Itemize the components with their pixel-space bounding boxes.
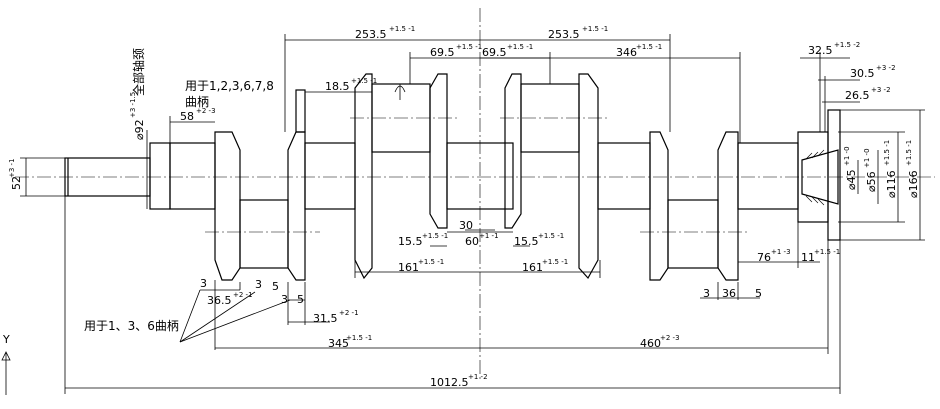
dimension-labels: 253.5 +1.5 -1 253.5 +1.5 -1 69.5 +1.5 -1… <box>8 25 920 389</box>
dim-69-5-b-tol: +1.5 -1 <box>507 43 533 51</box>
dim-161-b-tol: +1.5 -1 <box>542 258 568 266</box>
dim-d92-note: 全部轴颈 <box>131 48 146 96</box>
dim-5-c: 5 <box>755 287 762 300</box>
dim-d56: ⌀56 <box>865 171 878 192</box>
dim-26-5: 26.5 <box>845 89 870 102</box>
dim-3-a: 3 <box>200 277 207 290</box>
dim-58: 58 <box>180 110 194 123</box>
dim-1012-5: 1012.5 <box>430 376 469 389</box>
ucs-axis-icon: Y <box>1 333 11 395</box>
dim-161-a: 161 <box>398 261 419 274</box>
dim-345-tol: +1.5 -1 <box>346 334 372 342</box>
dim-d166-tol: +1.5 -1 <box>905 140 913 166</box>
dim-36-5-tol: +2 -1 <box>233 291 253 299</box>
dim-30: 30 <box>459 219 473 232</box>
dim-52: 52 <box>10 176 23 190</box>
dim-346-tol: +1.5 -1 <box>636 43 662 51</box>
dim-3-b: 3 <box>255 278 262 291</box>
dim-11: 11 <box>801 251 815 264</box>
dim-3-d: 3 <box>703 287 710 300</box>
note-crank-2: 曲柄 <box>185 95 209 109</box>
dim-1012-5-tol: +1 -2 <box>468 373 488 381</box>
dim-d116: ⌀116 <box>885 170 898 198</box>
dim-36-5: 36.5 <box>207 294 232 307</box>
dim-15-5-b: 15.5 <box>514 235 539 248</box>
dim-161-a-tol: +1.5 -1 <box>418 258 444 266</box>
dim-76-tol: +1 -3 <box>771 248 791 256</box>
dim-15-5-b-tol: +1.5 -1 <box>538 232 564 240</box>
dim-5-b: 5 <box>297 293 304 306</box>
dim-36: 36 <box>722 287 736 300</box>
dim-253-5-left-tol: +1.5 -1 <box>389 25 415 33</box>
dim-11-tol: +1.5 -1 <box>814 248 840 256</box>
dim-253-5-right-tol: +1.5 -1 <box>582 25 608 33</box>
dim-253-5-right: 253.5 <box>548 28 580 41</box>
dim-18-5: 18.5 <box>325 80 350 93</box>
dim-345: 345 <box>328 337 349 350</box>
dim-15-5-a-tol: +1.5 -1 <box>422 232 448 240</box>
dim-31-5-tol: +2 -1 <box>339 309 359 317</box>
note-crank-136: 用于1、3、6曲柄 <box>84 319 179 333</box>
dim-31-5: 31.5 <box>313 312 338 325</box>
dim-d92-tol: +3 -1.5 <box>129 92 137 118</box>
dim-69-5-b: 69.5 <box>482 46 507 59</box>
dim-346: 346 <box>616 46 637 59</box>
dim-58-tol: +2 -3 <box>196 107 216 115</box>
dim-60-tol: +1 -1 <box>479 232 499 240</box>
dim-30-5: 30.5 <box>850 67 875 80</box>
dim-3-c: 3 <box>281 293 288 306</box>
dim-69-5-a: 69.5 <box>430 46 455 59</box>
dim-d166: ⌀166 <box>907 170 920 198</box>
dim-32-5-tol: +1.5 -2 <box>834 41 860 49</box>
dim-52-tol: +3 -1 <box>8 158 16 178</box>
axis-y-label: Y <box>2 333 10 346</box>
dim-d45: ⌀45 <box>845 169 858 190</box>
dim-60: 60 <box>465 235 479 248</box>
center-lines <box>15 8 935 380</box>
dim-460: 460 <box>640 337 661 350</box>
dim-15-5-a: 15.5 <box>398 235 423 248</box>
dim-32-5: 32.5 <box>808 44 833 57</box>
dim-d116-tol: +1.5 -1 <box>883 140 891 166</box>
dim-26-5-tol: +3 -2 <box>871 86 891 94</box>
dimension-lines <box>20 34 925 394</box>
note-crank-1: 用于1,2,3,6,7,8 <box>185 79 274 93</box>
dim-18-5-tol: +1.5 -1 <box>351 77 377 85</box>
dim-d92: ⌀92 <box>133 119 146 140</box>
dim-76: 76 <box>757 251 771 264</box>
dim-161-b: 161 <box>522 261 543 274</box>
crankshaft-outline <box>64 73 841 281</box>
dim-5-a: 5 <box>272 280 279 293</box>
dim-460-tol: +2 -3 <box>660 334 680 342</box>
dim-253-5-left: 253.5 <box>355 28 387 41</box>
dim-d45-tol: +1 -0 <box>843 146 851 166</box>
dim-d56-tol: +1 -0 <box>863 148 871 168</box>
dim-30-5-tol: +3 -2 <box>876 64 896 72</box>
dim-69-5-a-tol: +1.5 -1 <box>456 43 482 51</box>
